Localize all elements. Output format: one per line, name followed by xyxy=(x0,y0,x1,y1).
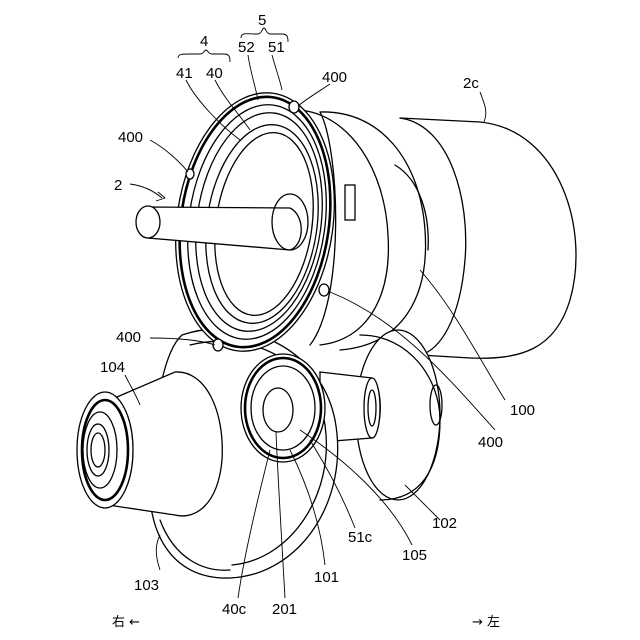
direction-indicators: 右 ← → 左 xyxy=(112,615,500,630)
label-4: 4 xyxy=(200,33,208,50)
label-52: 52 xyxy=(238,39,255,56)
label-101: 101 xyxy=(314,569,339,586)
label-2: 2 xyxy=(114,177,122,194)
label-40c: 40c xyxy=(222,601,247,618)
rear-drum-2c xyxy=(400,118,576,358)
label-51c: 51c xyxy=(348,529,373,546)
label-100: 100 xyxy=(510,402,535,419)
label-102: 102 xyxy=(432,515,457,532)
direction-right: 右 ← xyxy=(112,615,140,630)
label-40: 40 xyxy=(206,65,223,82)
label-400-left: 400 xyxy=(118,129,143,146)
label-201: 201 xyxy=(272,601,297,618)
label-400-right: 400 xyxy=(478,434,503,451)
label-41: 41 xyxy=(176,65,193,82)
direction-left: → 左 xyxy=(472,615,500,630)
label-400-top: 400 xyxy=(322,69,347,86)
label-105: 105 xyxy=(402,547,427,564)
label-51: 51 xyxy=(268,39,285,56)
label-104: 104 xyxy=(100,359,125,376)
label-103: 103 xyxy=(134,577,159,594)
label-2c: 2c xyxy=(463,75,479,92)
cone-104 xyxy=(77,372,222,516)
pinion-101 xyxy=(241,354,325,462)
label-5: 5 xyxy=(258,12,266,29)
label-400-mid: 400 xyxy=(116,329,141,346)
